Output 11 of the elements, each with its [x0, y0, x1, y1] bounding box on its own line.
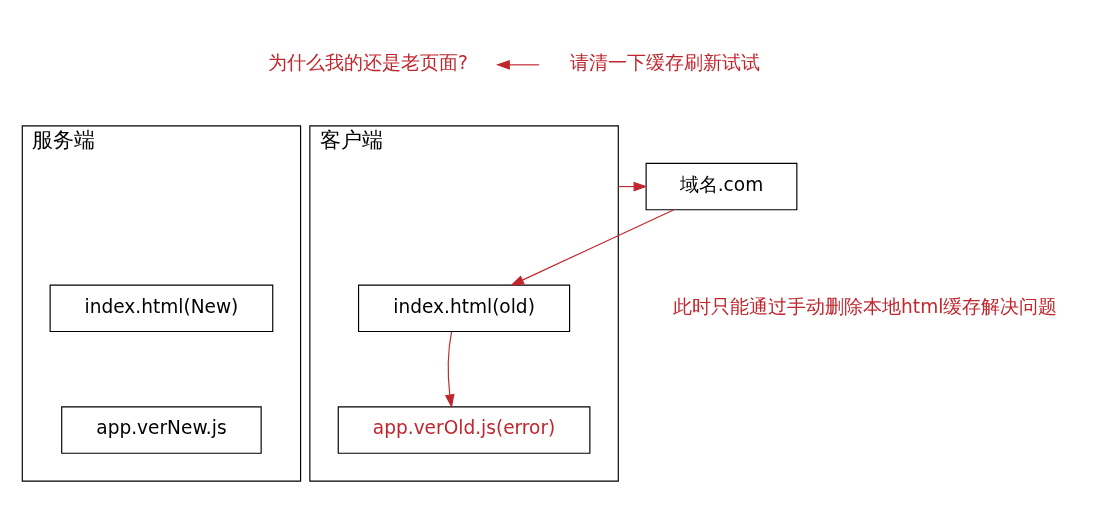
node-box: 域名.com	[645, 162, 798, 210]
node-text: 请清一下缓存刷新试试	[569, 51, 760, 73]
node-box: index.html(old)	[357, 284, 571, 332]
node-box: app.verNew.js	[61, 405, 262, 454]
label: 此时只能通过手动删除本地html缓存解决问题	[673, 295, 1058, 317]
arrow	[495, 59, 540, 70]
arrow	[444, 330, 455, 408]
node-box: app.verOld.js(error)	[337, 405, 591, 454]
arrow	[510, 208, 675, 286]
node-box: index.html(New)	[49, 284, 274, 332]
node-text: 为什么我的还是老页面?	[267, 51, 468, 73]
